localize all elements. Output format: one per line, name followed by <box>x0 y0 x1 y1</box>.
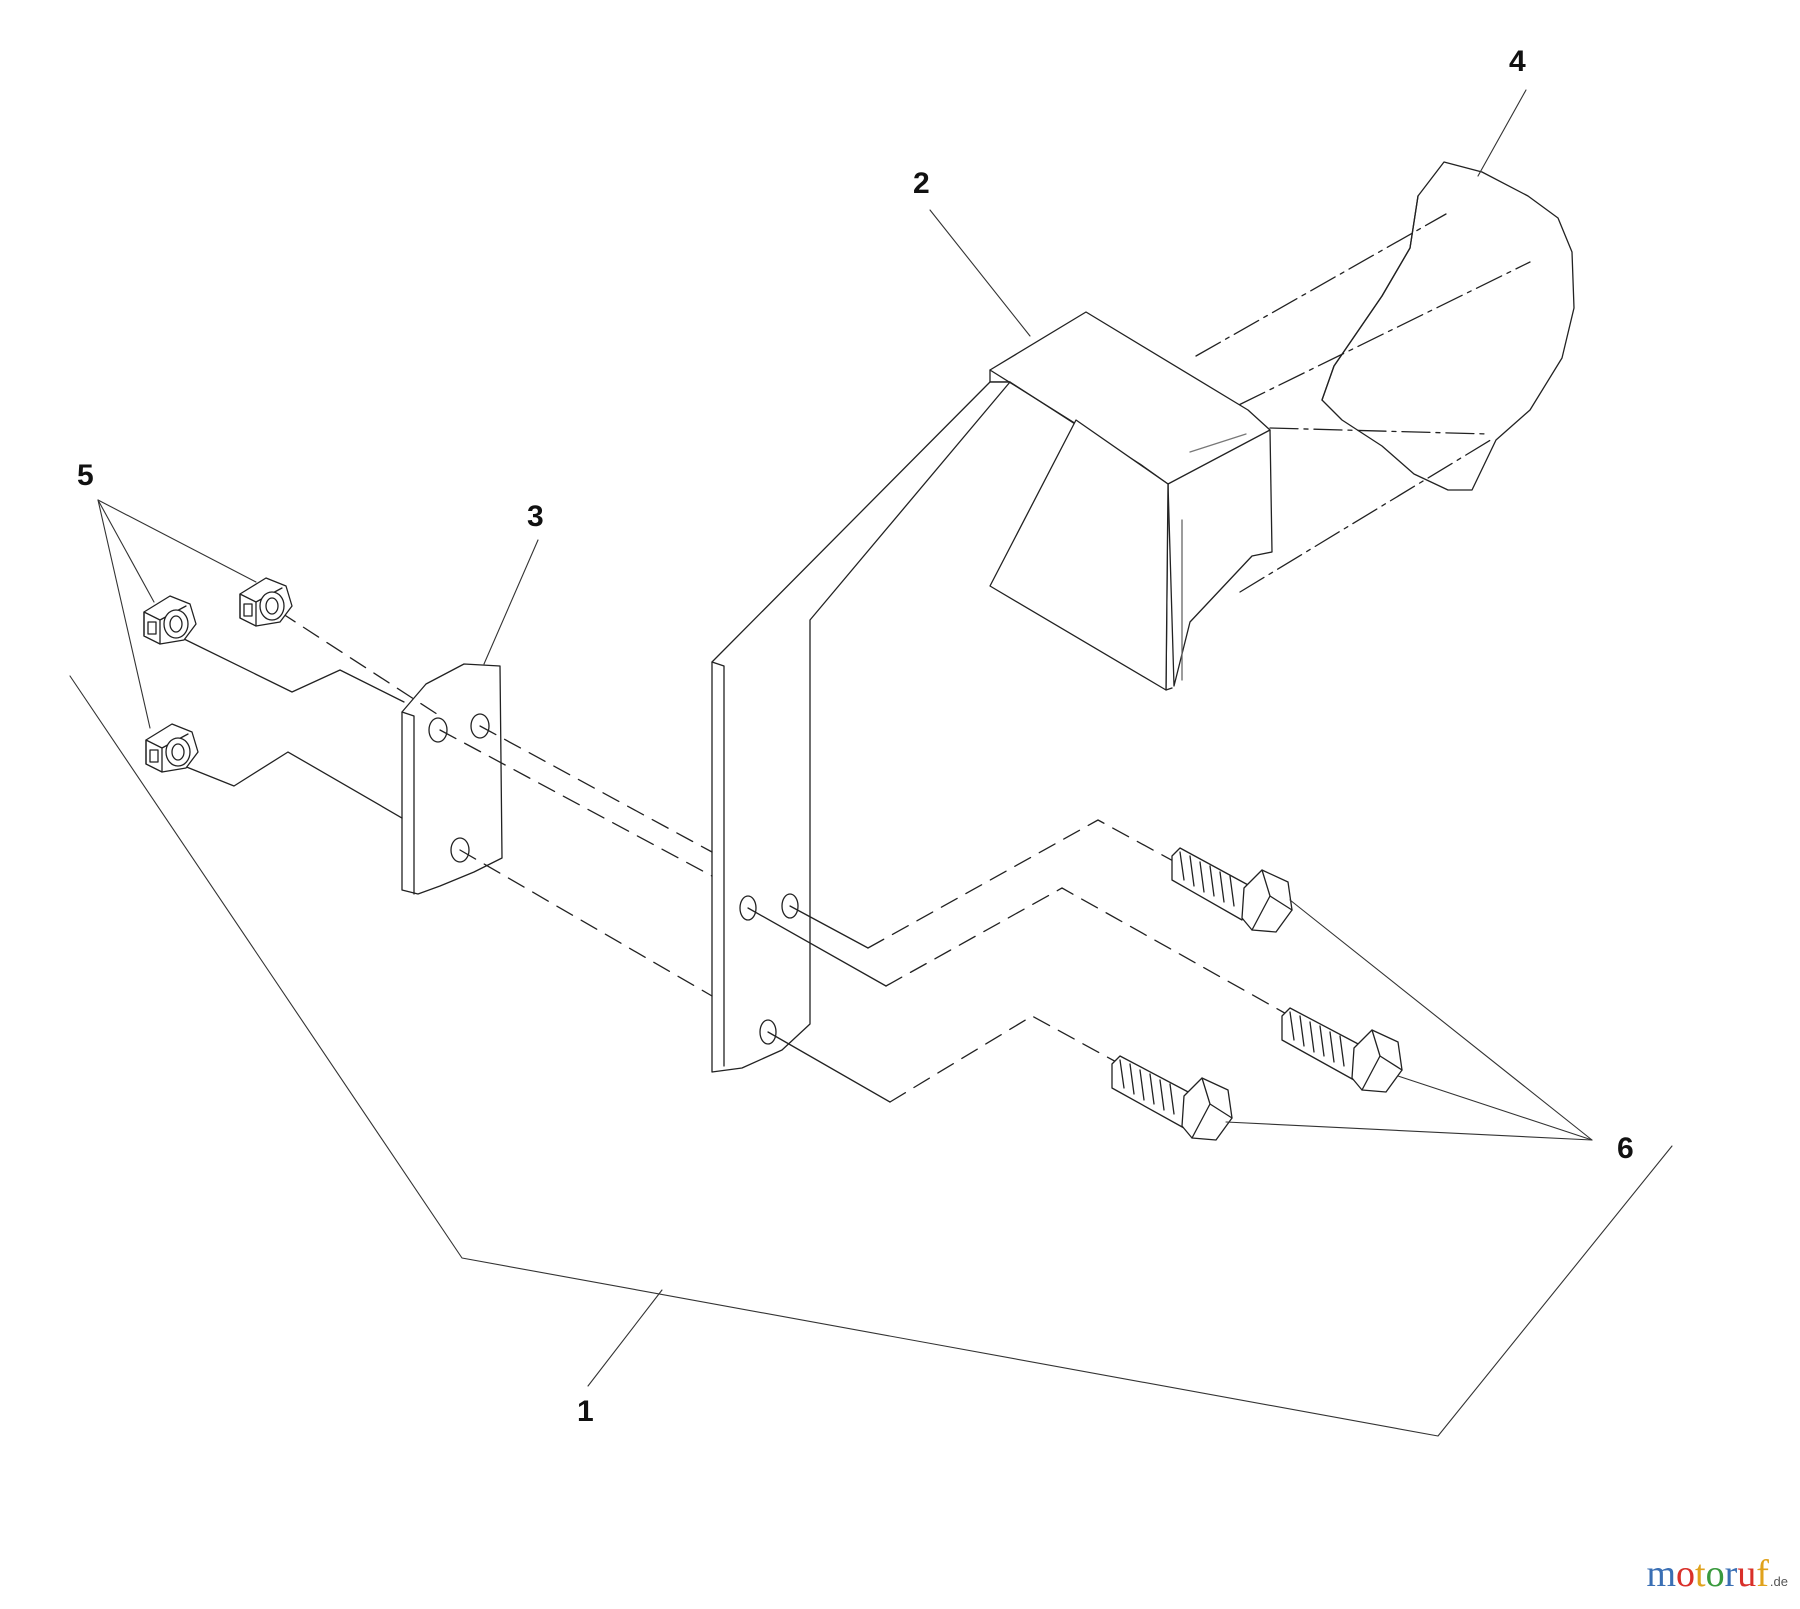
callout-4: 4 <box>1509 45 1526 78</box>
nut-top <box>239 577 293 627</box>
watermark-letter: t <box>1695 1553 1706 1595</box>
watermark-letter: m <box>1646 1553 1677 1595</box>
callout-2: 2 <box>913 167 930 200</box>
leader-lines <box>69 89 1673 1437</box>
watermark-letter: f <box>1756 1553 1769 1595</box>
watermark-letter: o <box>1676 1553 1696 1595</box>
bolt-lower <box>1111 1055 1233 1141</box>
assembly-lines-bracket-bumper <box>1195 213 1531 593</box>
watermark-letter: u <box>1737 1553 1757 1595</box>
bolt-top <box>1171 847 1293 933</box>
watermark-tld: .de <box>1769 1574 1788 1589</box>
callout-6: 6 <box>1617 1132 1634 1165</box>
watermark-letters: motoruf <box>1646 1553 1768 1595</box>
motoruf-watermark-logo: motoruf.de <box>1646 1555 1788 1593</box>
nut-lower <box>145 723 199 773</box>
bumper-part-4 <box>1321 161 1575 491</box>
watermark-letter: r <box>1724 1553 1738 1595</box>
callout-5: 5 <box>77 459 94 492</box>
bolt-middle <box>1281 1007 1403 1093</box>
nut-middle <box>143 595 197 645</box>
backing-plate-part-3 <box>401 663 503 895</box>
callout-3: 3 <box>527 500 544 533</box>
bracket-part-2 <box>711 311 1273 1073</box>
watermark-letter: o <box>1705 1553 1725 1595</box>
callout-1: 1 <box>577 1395 594 1428</box>
assembly-lines-fasteners <box>181 611 1291 1103</box>
